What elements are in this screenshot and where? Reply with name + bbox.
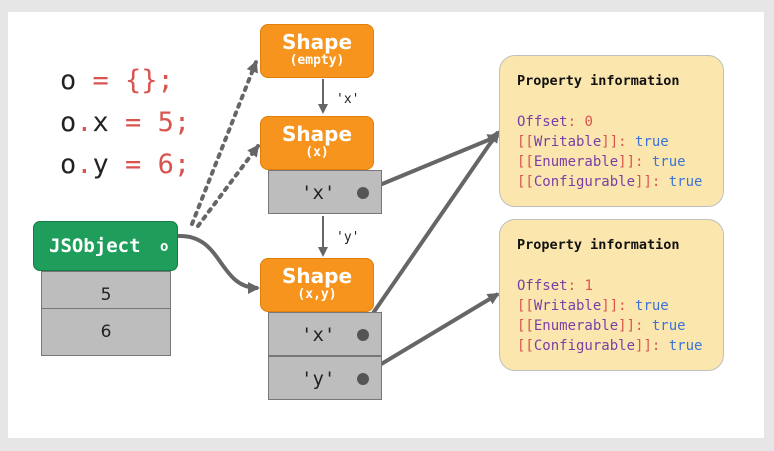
shape-title: Shape [281, 122, 353, 146]
offset-row: Offset: 1 [517, 278, 593, 294]
offset-row: Offset: 0 [517, 114, 593, 130]
shape-subtitle: (empty) [289, 53, 345, 68]
slot-label: 'x' [301, 182, 336, 204]
transition-label-y: 'y' [336, 230, 360, 245]
jsobject-var: o [160, 239, 169, 255]
shape-empty: Shape (empty) [260, 24, 374, 78]
shape-xy-slot-x: 'x' [268, 312, 382, 356]
shape-title: Shape [281, 30, 353, 54]
attr-row-writable: [[Writable]]: true [517, 134, 669, 150]
pointer-dot [357, 187, 369, 199]
property-info-offset-0: Property information Offset: 0 [[Writabl… [499, 55, 724, 207]
code-line-2: o.x = 5; [60, 107, 191, 138]
diagram-canvas: o = {}; o.x = 5; o.y = 6; Shape (empty) … [8, 12, 764, 438]
pointer-x-shape-xy [356, 130, 500, 337]
code-line-1: o = {}; [60, 65, 174, 96]
dotted-arrow-to-shape-empty [190, 60, 258, 226]
shape-x-slot-x: 'x' [268, 170, 382, 214]
property-info-offset-1: Property information Offset: 1 [[Writabl… [499, 219, 724, 371]
attr-row-configurable: [[Configurable]]: true [517, 338, 703, 354]
attr-row-enumerable: [[Enumerable]]: true [517, 154, 686, 170]
shape-subtitle: (x) [305, 145, 329, 160]
shape-title: Shape [281, 264, 353, 288]
dotted-arrow-to-shape-x [196, 144, 260, 228]
shape-xy: Shape (x,y) [260, 258, 374, 312]
jsobject-value-1: 6 [41, 308, 171, 356]
pointer-dot [357, 373, 369, 385]
arrow-jsobject-to-shape-xy [177, 233, 260, 294]
property-info-title: Property information [517, 237, 680, 253]
attr-row-writable: [[Writable]]: true [517, 298, 669, 314]
jsobject-box: JSObject o [33, 221, 178, 271]
property-info-title: Property information [517, 73, 680, 89]
pointer-dot [357, 329, 369, 341]
code-line-3: o.y = 6; [60, 149, 191, 180]
shape-xy-slot-y: 'y' [268, 356, 382, 400]
attr-row-enumerable: [[Enumerable]]: true [517, 318, 686, 334]
shape-subtitle: (x,y) [297, 287, 337, 302]
slot-label: 'y' [301, 368, 336, 390]
slot-label: 'x' [301, 324, 336, 346]
transition-label-x: 'x' [336, 92, 360, 107]
shape-x: Shape (x) [260, 116, 374, 170]
jsobject-label: JSObject [49, 235, 141, 257]
attr-row-configurable: [[Configurable]]: true [517, 174, 703, 190]
